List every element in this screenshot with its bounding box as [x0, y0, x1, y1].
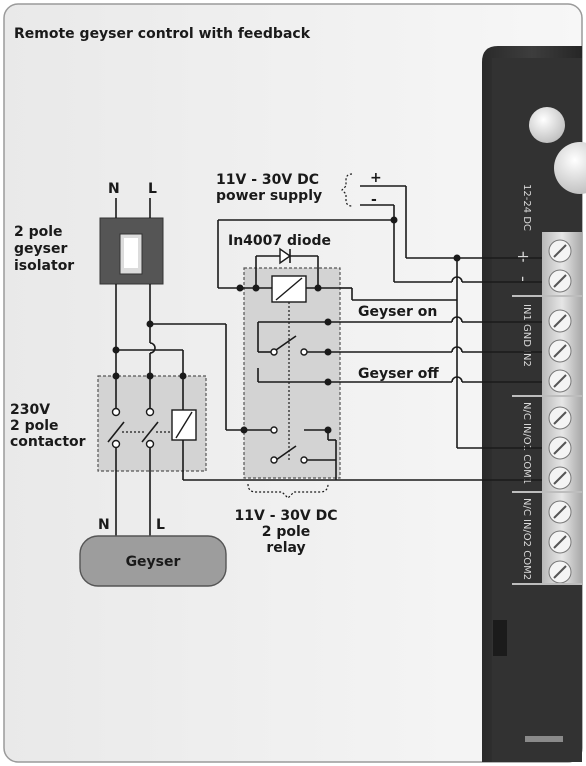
device-slot: [525, 736, 563, 742]
isolator-l-label: L: [148, 181, 157, 197]
isolator-label-line: geyser: [14, 241, 67, 257]
terminal-label-power: 12-24 DC: [521, 184, 532, 231]
screw-terminals: [548, 239, 572, 584]
terminal-label-output1: N/C IN/O1 COM1: [521, 402, 532, 484]
device-knob-top: [529, 107, 565, 143]
terminal-label-output2: N/C IN/O2 COM2: [521, 498, 532, 580]
device-knob-large: [554, 142, 586, 194]
power-supply-plus: +: [370, 170, 382, 186]
power-supply-minus: -: [371, 192, 377, 208]
screw-terminal: [548, 239, 572, 263]
power-supply-label-line: power supply: [216, 188, 322, 204]
relay-label-line: 11V - 30V DC: [235, 508, 338, 524]
geyser-tank: [79, 535, 227, 587]
relay: [217, 219, 394, 499]
diode-label: In4007 diode: [228, 233, 331, 249]
terminal-label-inputs: IN1 GND IN2: [521, 304, 532, 367]
screw-terminal: [548, 560, 572, 584]
screw-terminal: [548, 500, 572, 524]
terminal-label-plus: +: [514, 250, 533, 263]
power-supply-label-line: 11V - 30V DC: [216, 172, 319, 188]
contactor: [97, 372, 336, 540]
relay-labels: 11V - 30V DC 2 pole relay: [235, 508, 338, 556]
contactor-label-line: contactor: [10, 434, 86, 450]
isolator-switch: [99, 217, 164, 285]
screw-terminal: [548, 369, 572, 393]
contactor-labels: 230V 2 pole contactor: [10, 402, 86, 450]
contactor-label-line: 230V: [10, 402, 50, 418]
geyser-l-label: L: [156, 517, 165, 533]
screw-terminal: [548, 436, 572, 460]
screw-terminal: [548, 269, 572, 293]
isolator-n-label: N: [108, 181, 120, 197]
screw-terminal: [548, 530, 572, 554]
isolator-label-line: 2 pole: [14, 224, 63, 240]
relay-label-line: 2 pole: [262, 524, 311, 540]
screw-terminal: [548, 406, 572, 430]
screw-terminal: [548, 466, 572, 490]
geyser-off-label: Geyser off: [358, 366, 439, 382]
geyser-label: Geyser: [126, 554, 181, 570]
controller-device: 12-24 DC + - IN1 GND IN2 N/C IN/O1 COM1 …: [482, 46, 586, 762]
relay-label-line: relay: [266, 540, 305, 556]
screw-terminal: [548, 339, 572, 363]
screw-terminal: [548, 309, 572, 333]
contactor-label-line: 2 pole: [10, 418, 59, 434]
isolator-label-line: isolator: [14, 258, 74, 274]
power-supply-labels: 11V - 30V DC power supply: [216, 172, 322, 204]
signal-wires: [328, 254, 542, 481]
geyser-n-label: N: [98, 517, 110, 533]
diagram-title: Remote geyser control with feedback: [14, 26, 311, 42]
geyser-on-label: Geyser on: [358, 304, 437, 320]
power-supply-terminals: + -: [341, 170, 542, 283]
isolator-labels: 2 pole geyser isolator: [14, 224, 74, 274]
diode: [255, 247, 319, 288]
terminal-label-minus: -: [514, 276, 533, 282]
